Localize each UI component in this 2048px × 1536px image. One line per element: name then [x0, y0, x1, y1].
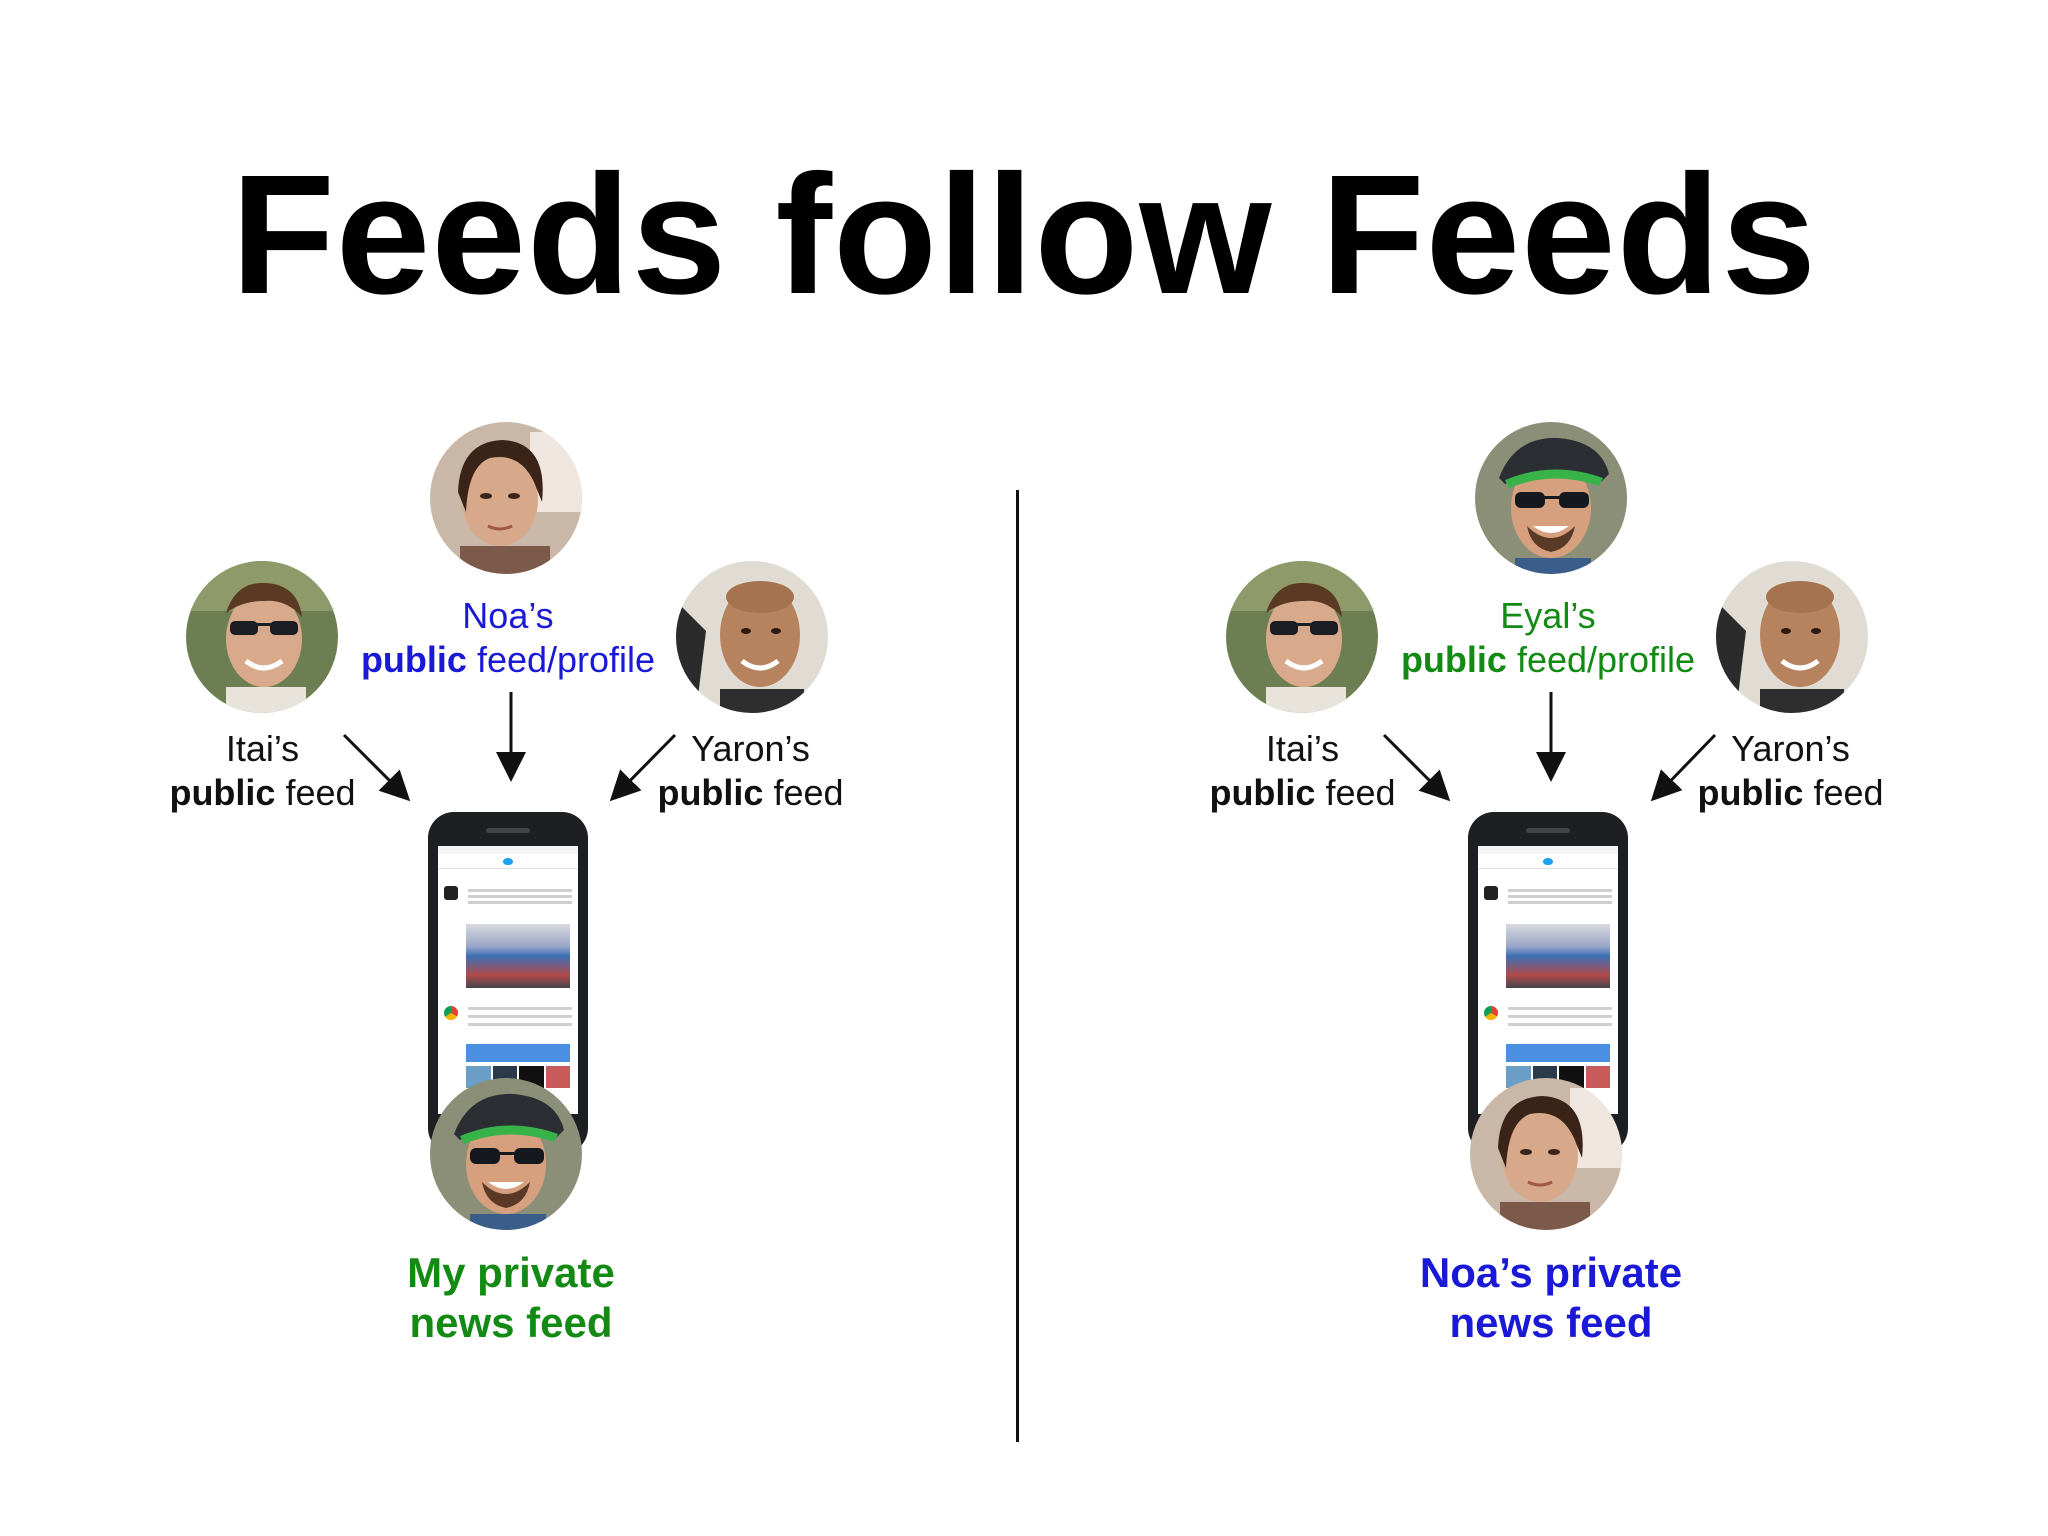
- yaron-avatar: [676, 561, 828, 713]
- itai-name-right: Itai’s: [1265, 728, 1340, 769]
- itai-feed-type-right: feed: [1315, 772, 1396, 813]
- yaron-name-left: Yaron’s: [691, 728, 810, 769]
- twitter-bird-icon: [1543, 857, 1553, 865]
- my-private-feed-line1: My private: [407, 1249, 615, 1296]
- phone-screen: [438, 846, 578, 1114]
- yaron-feed-type-right: feed: [1803, 772, 1884, 813]
- yaron-feed-label-left: Yaron’s public feed: [638, 727, 863, 815]
- my-private-feed-label: My private news feed: [311, 1248, 711, 1348]
- noa-avatar-feed-owner: [1470, 1078, 1622, 1230]
- yaron-avatar-right: [1716, 561, 1868, 713]
- eyal-avatar-feed-owner: [430, 1078, 582, 1230]
- noa-private-feed-line2: news feed: [1449, 1299, 1653, 1346]
- itai-feed-label-right: Itai’s public feed: [1190, 727, 1415, 815]
- eyal-public-word: public: [1400, 639, 1507, 680]
- eyal-name: Eyal’s: [1500, 595, 1596, 636]
- phone-speaker: [1526, 828, 1570, 833]
- noa-feed-type: feed/profile: [466, 639, 656, 680]
- noa-name: Noa’s: [462, 595, 554, 636]
- yaron-feed-label-right: Yaron’s public feed: [1678, 727, 1903, 815]
- panel-divider: [1016, 490, 1019, 1442]
- noa-public-word: public: [360, 639, 467, 680]
- eyal-feed-type: feed/profile: [1506, 639, 1696, 680]
- itai-public-word-left: public: [169, 772, 276, 813]
- yaron-public-word-right: public: [1697, 772, 1804, 813]
- noa-feed-label: Noa’s public feed/profile: [338, 594, 678, 682]
- eyal-feed-label: Eyal’s public feed/profile: [1378, 594, 1718, 682]
- phone-speaker: [486, 828, 530, 833]
- noa-private-feed-line1: Noa’s private: [1419, 1249, 1683, 1296]
- yaron-public-word-left: public: [657, 772, 764, 813]
- itai-avatar: [186, 561, 338, 713]
- phone-screen: [1478, 846, 1618, 1114]
- twitter-bird-icon: [503, 857, 513, 865]
- yaron-name-right: Yaron’s: [1731, 728, 1850, 769]
- itai-public-word-right: public: [1209, 772, 1316, 813]
- itai-avatar-right: [1226, 561, 1378, 713]
- eyal-avatar: [1475, 422, 1627, 574]
- noa-private-feed-label: Noa’s private news feed: [1351, 1248, 1751, 1348]
- itai-name-left: Itai’s: [225, 728, 300, 769]
- my-private-feed-line2: news feed: [409, 1299, 613, 1346]
- itai-feed-type-left: feed: [275, 772, 356, 813]
- noa-avatar: [430, 422, 582, 574]
- slide-title: Feeds follow Feeds: [230, 140, 1818, 330]
- itai-feed-label-left: Itai’s public feed: [150, 727, 375, 815]
- yaron-feed-type-left: feed: [763, 772, 844, 813]
